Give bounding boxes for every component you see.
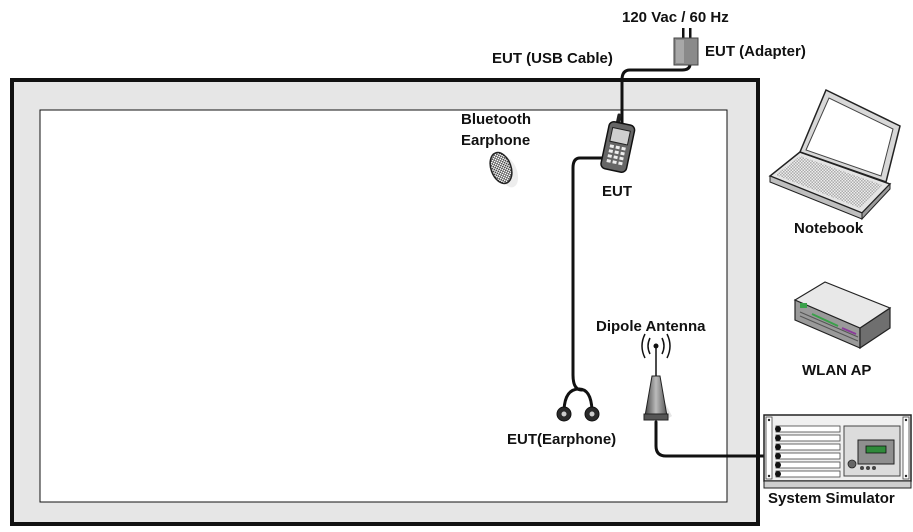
bluetooth-label-line2: Earphone xyxy=(461,132,530,149)
bluetooth-earphone-icon xyxy=(489,151,519,188)
wlan-router-icon xyxy=(793,281,892,350)
notebook-laptop-icon xyxy=(768,88,901,221)
wired-earphone-icon xyxy=(556,406,600,422)
eut-label: EUT xyxy=(602,183,632,200)
earphone-label: EUT(Earphone) xyxy=(507,431,616,448)
usb-cable xyxy=(620,62,692,126)
wlan-ap-label: WLAN AP xyxy=(802,362,871,379)
dipole-antenna-icon xyxy=(643,343,672,421)
chamber-inner-area xyxy=(39,109,728,503)
test-chamber xyxy=(10,78,760,526)
system-simulator-rack-icon xyxy=(763,414,912,489)
antenna-to-simulator-cable xyxy=(654,420,780,458)
bluetooth-label-line1: Bluetooth xyxy=(461,111,531,128)
notebook-label: Notebook xyxy=(794,220,864,237)
adapter-label: EUT (Adapter) xyxy=(705,43,806,60)
mobile-phone-icon xyxy=(600,113,636,173)
radio-waves-icon xyxy=(641,333,671,359)
system-simulator-label: System Simulator xyxy=(768,490,895,507)
power-label: 120 Vac / 60 Hz xyxy=(622,9,729,26)
dipole-antenna-label: Dipole Antenna xyxy=(596,318,706,335)
power-adapter-icon xyxy=(673,28,699,66)
usb-cable-label: EUT (USB Cable) xyxy=(492,50,613,67)
